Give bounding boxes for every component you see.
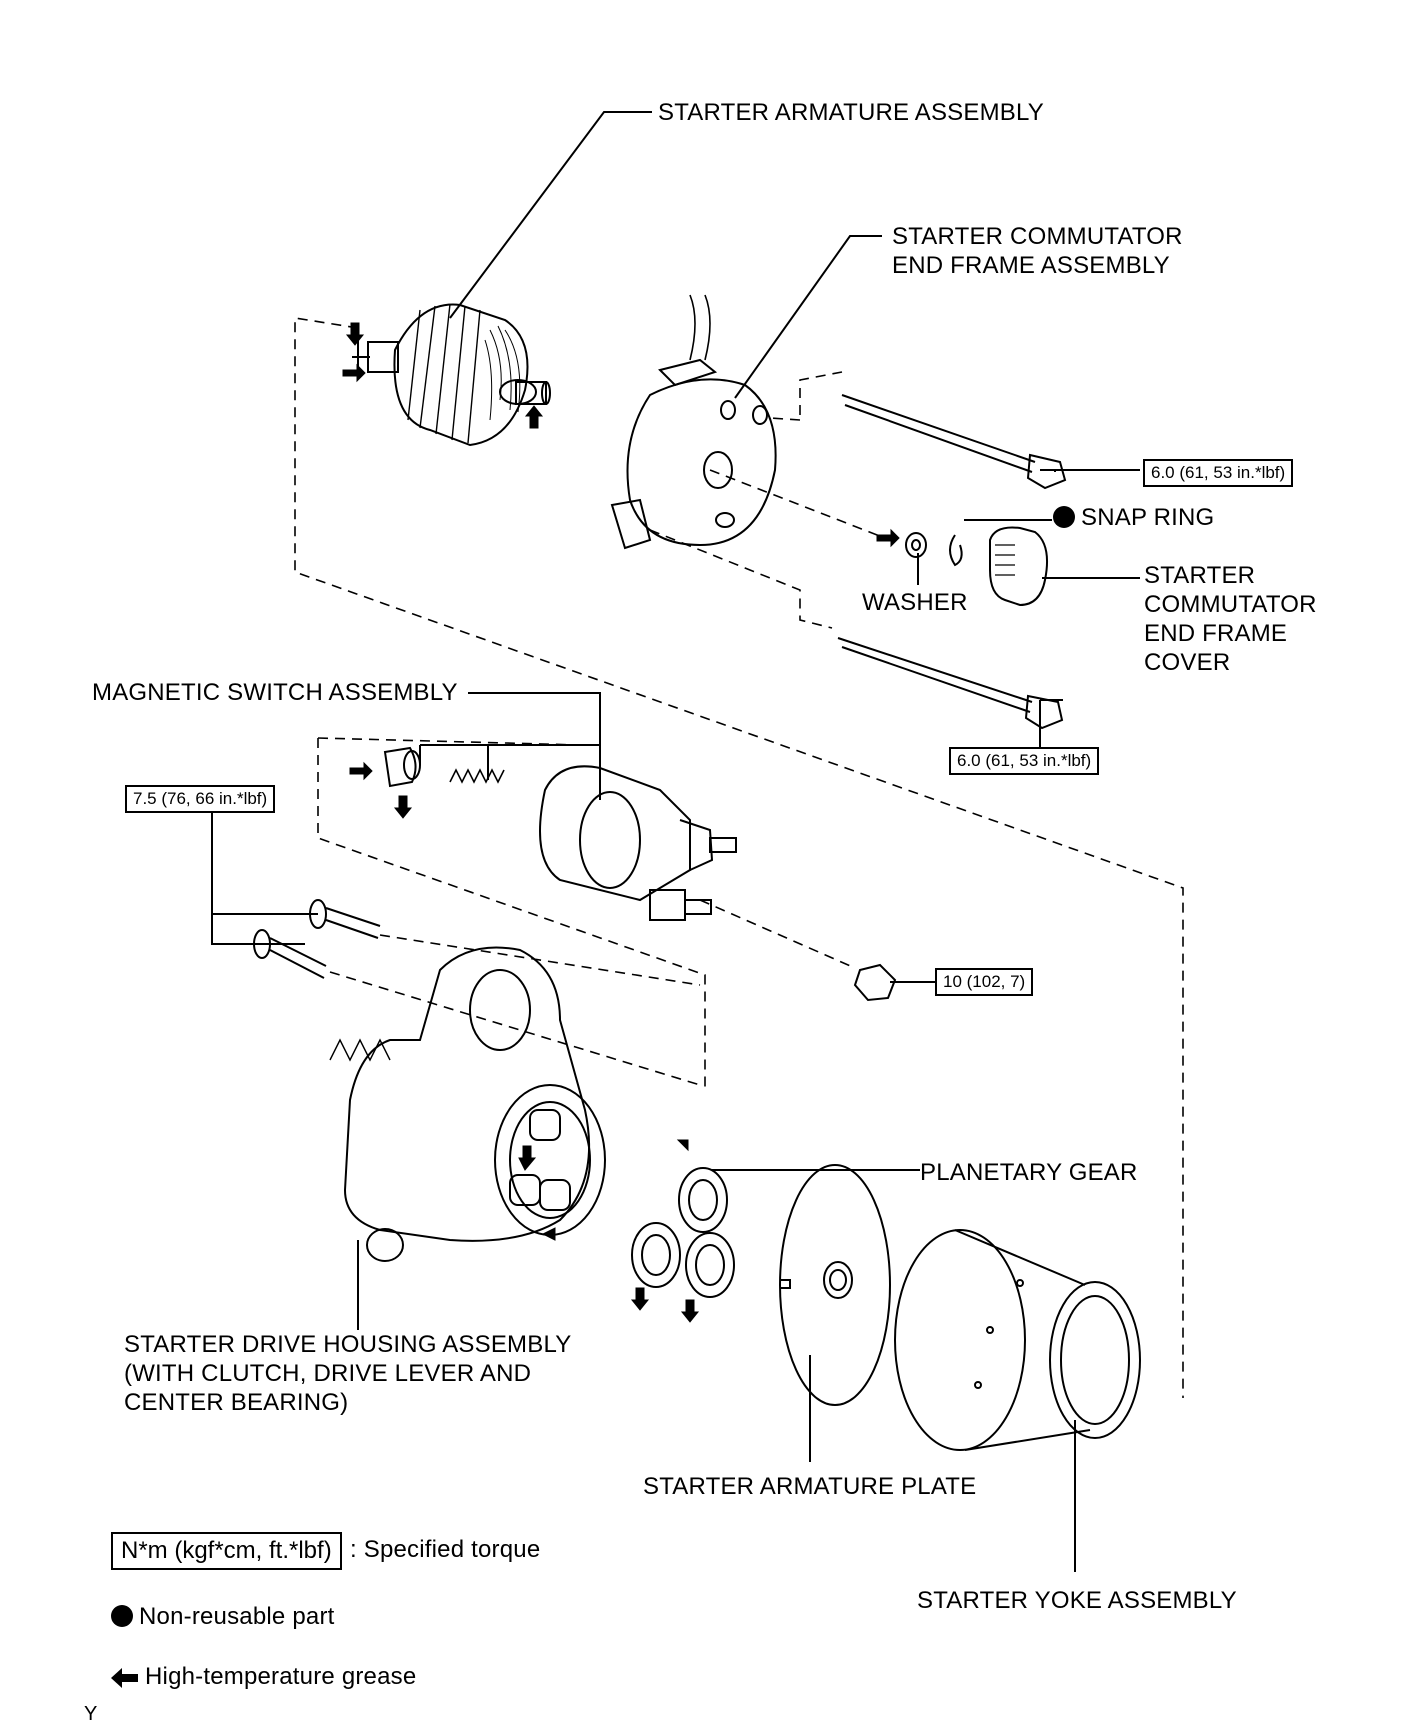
planetary-gear-3 (685, 1232, 735, 1298)
magnetic-switch-body (539, 765, 737, 921)
torque-box-terminal-nut: 10 (102, 7) (935, 968, 1034, 996)
label-drive-housing-line3: CENTER BEARING) (124, 1389, 349, 1416)
legend-torque-description: : Specified torque (350, 1536, 541, 1563)
label-cover-line1: STARTER (1144, 562, 1256, 589)
housing-bolt-lower (253, 929, 327, 979)
torque-box-housing-bolts: 7.5 (76, 66 in.*lbf) (125, 785, 276, 813)
legend-grease: High-temperature grease (111, 1662, 416, 1691)
label-drive-housing-line1: STARTER DRIVE HOUSING ASSEMBLY (124, 1331, 572, 1358)
legend-torque-unit-box: N*m (kgf*cm, ft.*lbf) (111, 1532, 342, 1570)
drive-housing (329, 946, 606, 1262)
filled-circle-icon (111, 1605, 133, 1627)
through-bolt-lower (837, 637, 1064, 730)
alignment-dashes (294, 317, 1184, 1398)
label-snap-ring: SNAP RING (1053, 503, 1214, 532)
label-yoke-assembly: STARTER YOKE ASSEMBLY (917, 1587, 1237, 1614)
leader-lines (211, 111, 1140, 1572)
housing-bolt-upper (309, 899, 381, 939)
washer (905, 532, 927, 558)
label-commutator-frame-line1: STARTER COMMUTATOR (892, 223, 1183, 250)
end-frame-cover (989, 526, 1048, 607)
planetary-gear-1 (678, 1167, 728, 1233)
plunger (383, 746, 421, 788)
terminal-nut (853, 963, 897, 1002)
yoke-assembly (894, 1229, 1141, 1451)
label-commutator-frame-line2: END FRAME ASSEMBLY (892, 252, 1170, 279)
snap-ring (949, 534, 963, 567)
grease-arrow-icon (111, 1668, 138, 1688)
grease-arrows (342, 322, 900, 1323)
planetary-gear-2 (631, 1222, 681, 1288)
label-magnetic-switch: MAGNETIC SWITCH ASSEMBLY (92, 679, 458, 706)
starter-armature (352, 303, 551, 447)
non-reusable-icon (1053, 506, 1075, 528)
label-washer: WASHER (862, 589, 968, 616)
label-armature-plate: STARTER ARMATURE PLATE (643, 1473, 977, 1500)
corner-mark: Y (84, 1703, 98, 1725)
torque-box-lower-bolt: 6.0 (61, 53 in.*lbf) (949, 747, 1100, 775)
legend-non-reusable: Non-reusable part (111, 1602, 335, 1631)
armature-plate (779, 1164, 891, 1406)
label-cover-line4: COVER (1144, 649, 1231, 676)
label-starter-armature: STARTER ARMATURE ASSEMBLY (658, 99, 1044, 126)
commutator-end-frame (610, 294, 777, 550)
torque-box-upper-bolt: 6.0 (61, 53 in.*lbf) (1143, 459, 1294, 487)
return-spring (449, 768, 505, 784)
through-bolt-upper (841, 394, 1067, 490)
label-cover-line2: COMMUTATOR (1144, 591, 1317, 618)
label-drive-housing-line2: (WITH CLUTCH, DRIVE LEVER AND (124, 1360, 532, 1387)
label-planetary-gear: PLANETARY GEAR (920, 1159, 1138, 1186)
label-cover-line3: END FRAME (1144, 620, 1288, 647)
